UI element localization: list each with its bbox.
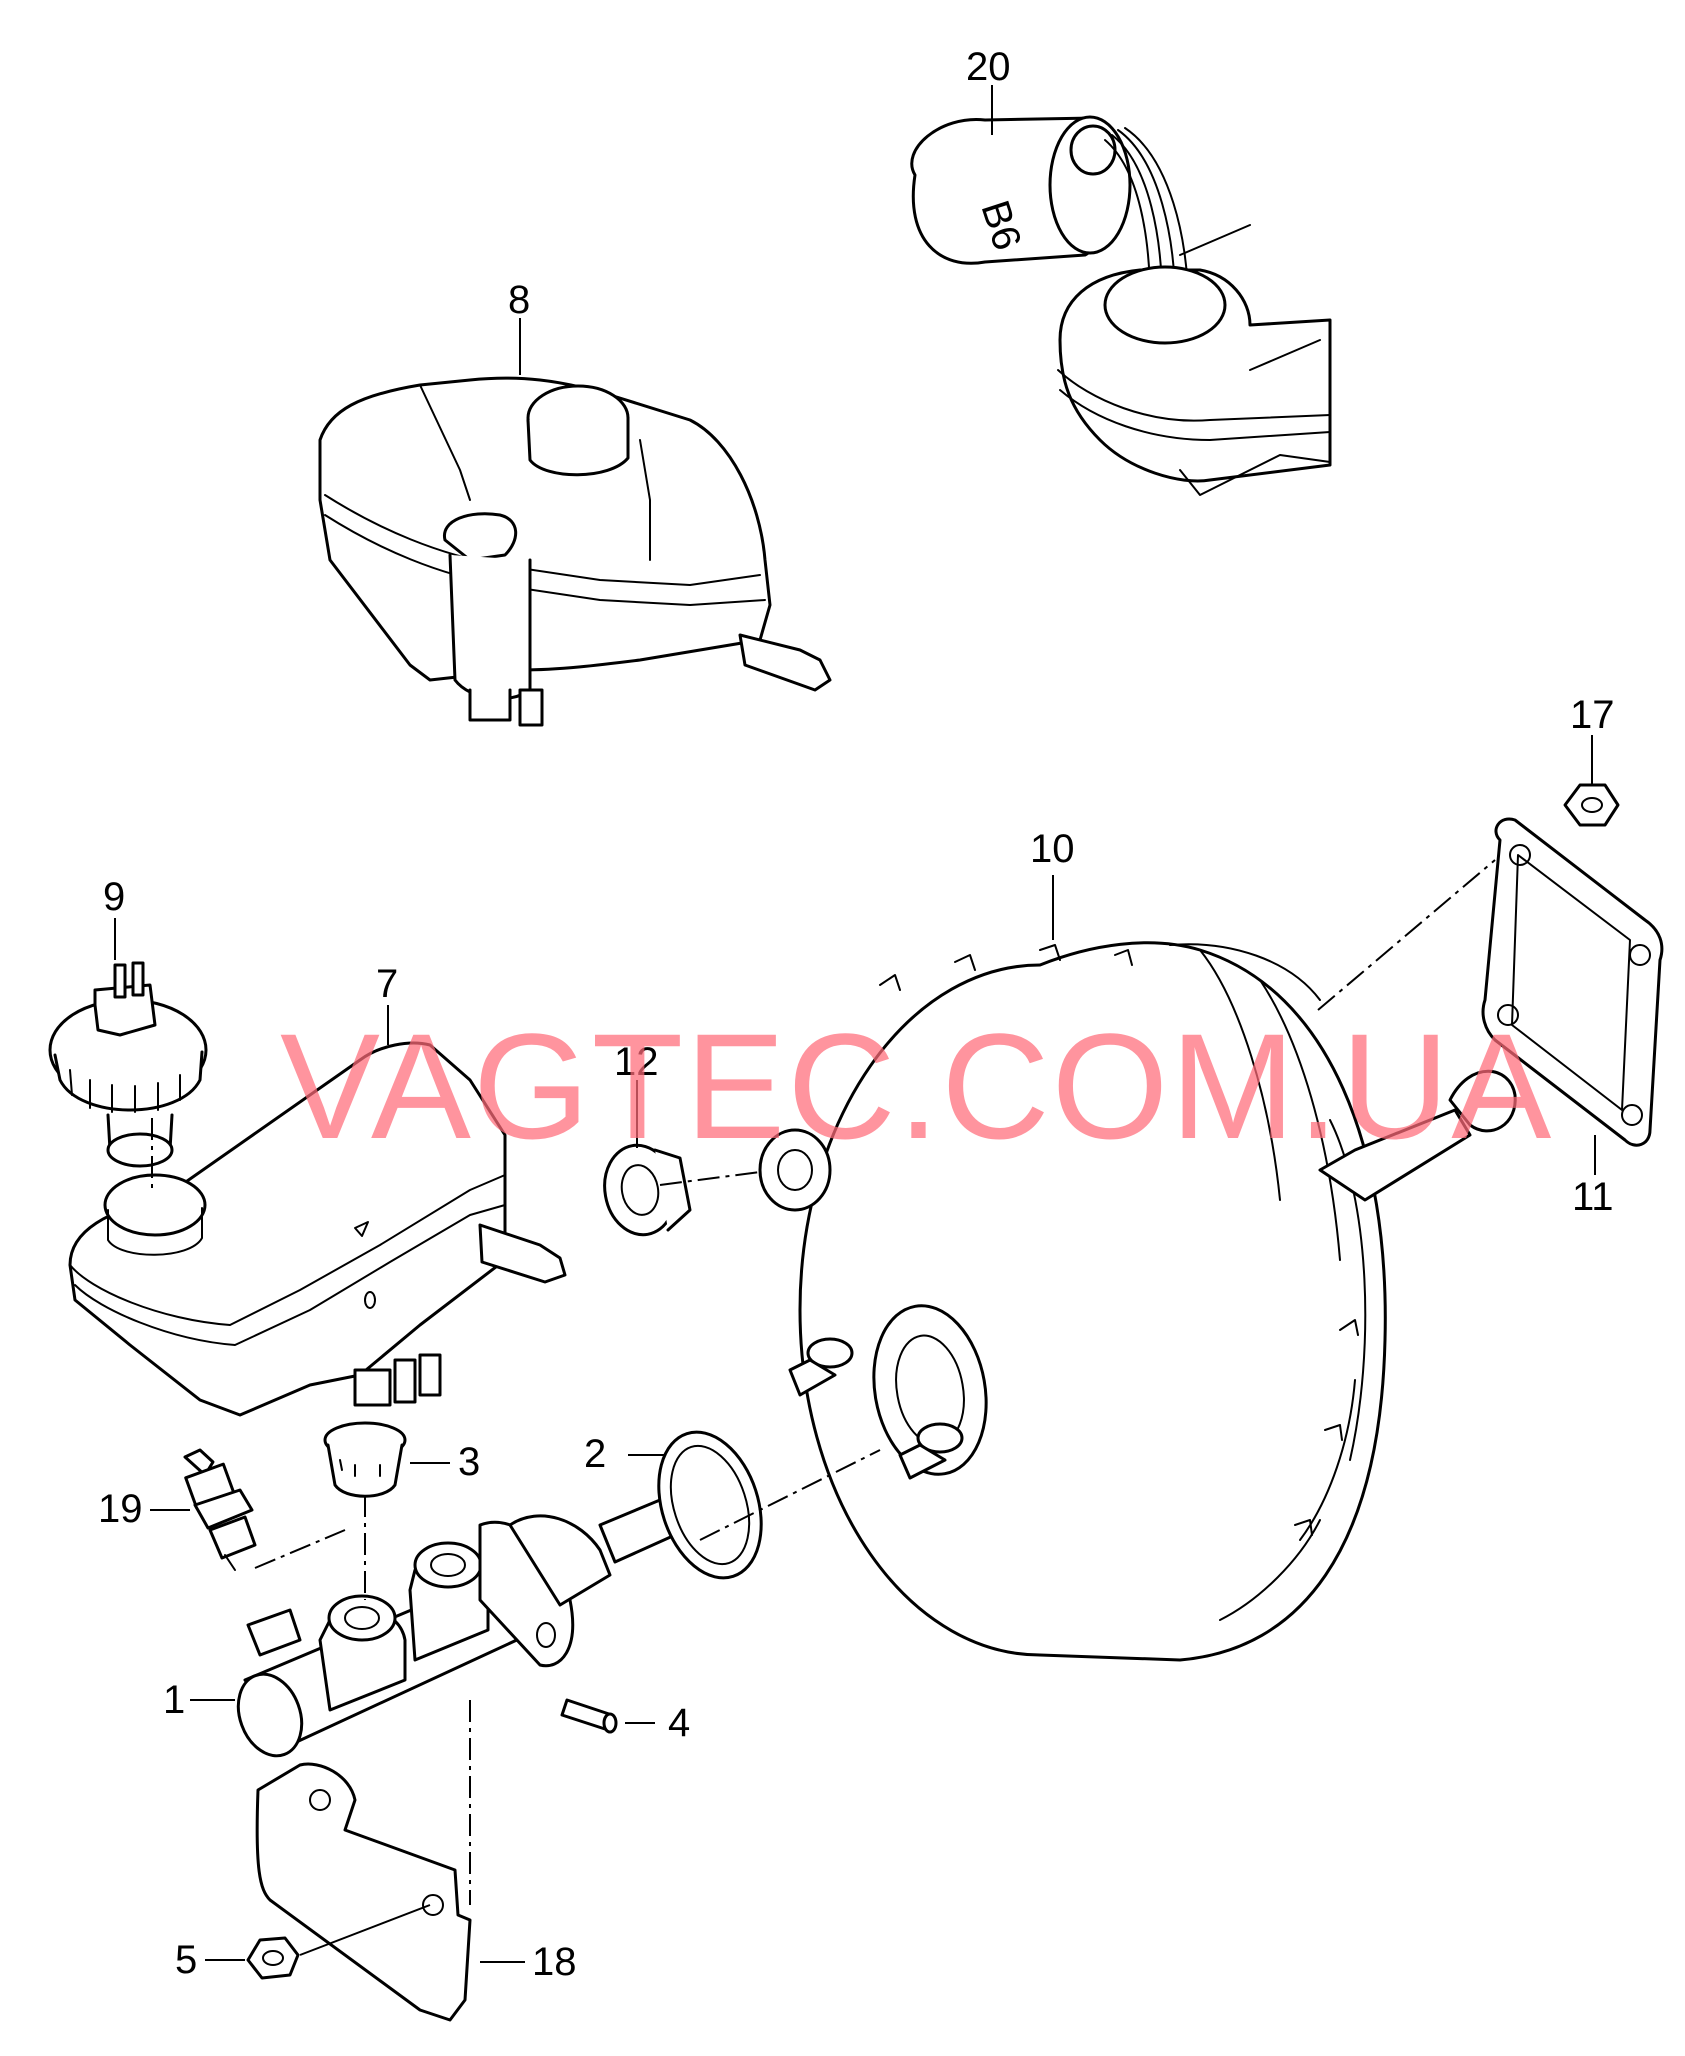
callout-10: 10 (1030, 827, 1075, 871)
reservoir-grommet (323, 1421, 407, 1498)
leader-lines (114, 85, 1596, 1963)
lower-fluid-reservoir (68, 1041, 567, 1417)
brake-servo (788, 941, 1517, 1662)
o-ring-seal (657, 1430, 763, 1580)
callout-3: 3 (458, 1440, 480, 1484)
callout-18: 18 (532, 1940, 577, 1984)
callout-labels: 20 8 9 7 10 17 12 11 3 2 19 1 4 5 18 (98, 45, 1615, 1984)
callout-20: 20 (966, 45, 1011, 89)
callout-11: 11 (1572, 1175, 1614, 1219)
callout-2: 2 (584, 1432, 606, 1476)
hex-nut-lower (246, 1936, 300, 1980)
hex-nut-upper (1563, 783, 1620, 827)
callout-1: 1 (163, 1678, 185, 1722)
callout-4: 4 (668, 1701, 690, 1745)
watermark-text: VAGTEC.COM.UA (280, 1002, 1553, 1170)
gasket (1481, 817, 1664, 1147)
pressure-sensor (183, 1448, 257, 1571)
brake-fluid-container: B6 (910, 115, 1332, 496)
upper-fluid-reservoir (318, 376, 832, 727)
bracket (255, 1762, 472, 2022)
callout-12: 12 (614, 1040, 659, 1084)
callout-7: 7 (376, 962, 398, 1006)
callout-17: 17 (1570, 693, 1615, 737)
callout-8: 8 (508, 278, 530, 322)
retaining-pin (560, 1698, 618, 1734)
callout-9: 9 (103, 875, 125, 919)
master-cylinder (236, 1498, 684, 1758)
vacuum-grommet (603, 1128, 832, 1237)
callout-5: 5 (175, 1938, 197, 1982)
callout-19: 19 (98, 1487, 143, 1531)
reservoir-cap (48, 961, 208, 1168)
